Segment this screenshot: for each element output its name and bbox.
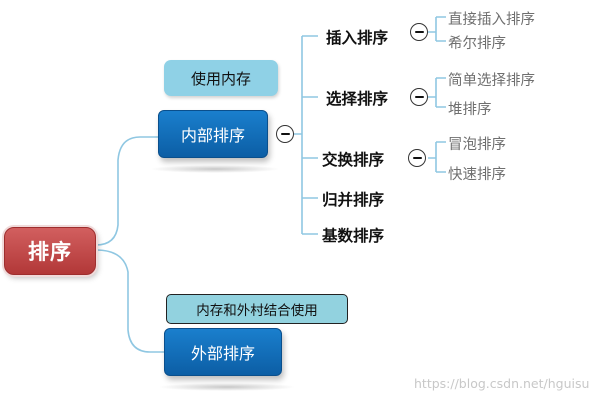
- connector-selection-leaves: [428, 77, 446, 108]
- watermark: https://blog.csdn.net/hguisu: [414, 376, 590, 391]
- leaf-label: 冒泡排序: [448, 137, 506, 153]
- minus-bar: [414, 30, 424, 34]
- selection-collapse-icon[interactable]: [410, 88, 428, 106]
- insertion-collapse-icon[interactable]: [410, 23, 428, 41]
- minus-bar: [280, 132, 290, 136]
- connector-exchange-leaves: [428, 141, 446, 173]
- root-label: 排序: [28, 240, 72, 264]
- category-exchange[interactable]: 交换排序: [322, 148, 384, 170]
- category-selection-label: 选择排序: [326, 90, 389, 108]
- minus-bar: [414, 95, 424, 99]
- category-insertion-label: 插入排序: [326, 29, 389, 47]
- internal-sort-collapse-icon[interactable]: [276, 125, 294, 143]
- external-sort-note-label: 内存和外村结合使用: [196, 303, 318, 319]
- internal-sort-node[interactable]: 内部排序: [158, 110, 268, 158]
- connector-root-external: [95, 249, 164, 353]
- connector-internal-categories: [292, 35, 318, 235]
- leaf-simple-selection[interactable]: 简单选择排序: [448, 69, 535, 90]
- leaf-label: 简单选择排序: [448, 73, 535, 89]
- category-radix-label: 基数排序: [322, 227, 385, 245]
- leaf-bubble-sort[interactable]: 冒泡排序: [448, 133, 506, 154]
- category-merge[interactable]: 归并排序: [322, 188, 384, 210]
- leaf-quick-sort[interactable]: 快速排序: [448, 163, 506, 184]
- category-insertion[interactable]: 插入排序: [326, 26, 388, 48]
- external-sort-shadow: [158, 383, 296, 391]
- leaf-straight-insertion[interactable]: 直接插入排序: [448, 8, 535, 29]
- category-exchange-label: 交换排序: [322, 151, 385, 169]
- internal-sort-label: 内部排序: [180, 126, 245, 145]
- category-selection[interactable]: 选择排序: [326, 87, 388, 109]
- leaf-label: 快速排序: [448, 167, 506, 183]
- leaf-label: 希尔排序: [448, 36, 506, 52]
- external-sort-node[interactable]: 外部排序: [164, 328, 282, 376]
- external-sort-label: 外部排序: [190, 344, 255, 363]
- category-merge-label: 归并排序: [322, 191, 385, 209]
- internal-sort-note: 使用内存: [164, 60, 278, 96]
- internal-sort-note-label: 使用内存: [190, 69, 251, 88]
- root-node[interactable]: 排序: [4, 227, 96, 275]
- leaf-label: 直接插入排序: [448, 12, 535, 28]
- leaf-label: 堆排序: [448, 102, 492, 118]
- minus-bar: [412, 156, 422, 160]
- connector-insertion-leaves: [428, 16, 446, 42]
- category-radix[interactable]: 基数排序: [322, 224, 384, 246]
- exchange-collapse-icon[interactable]: [408, 149, 426, 167]
- connector-root-internal: [95, 136, 158, 246]
- external-sort-note: 内存和外村结合使用: [166, 294, 348, 324]
- internal-sort-shadow: [150, 165, 280, 173]
- leaf-heap-sort[interactable]: 堆排序: [448, 98, 492, 119]
- leaf-shell-sort[interactable]: 希尔排序: [448, 32, 506, 53]
